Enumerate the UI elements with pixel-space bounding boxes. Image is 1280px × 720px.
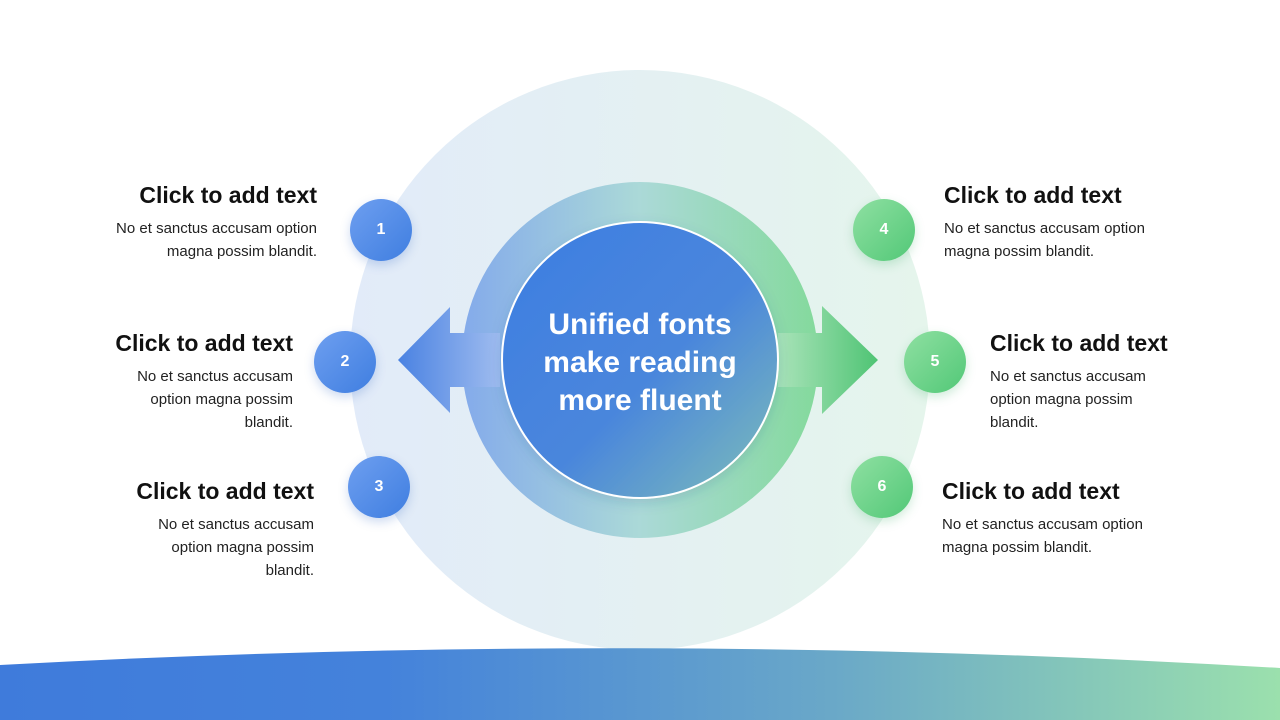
text-item-6[interactable]: Click to add text No et sanctus accusam … [942, 477, 1172, 559]
item-title: Click to add text [139, 182, 317, 208]
item-title: Click to add text [115, 330, 293, 356]
text-item-4[interactable]: Click to add text No et sanctus accusam … [944, 181, 1174, 263]
item-title: Click to add text [944, 182, 1122, 208]
item-title: Click to add text [942, 478, 1120, 504]
text-item-3[interactable]: Click to add text No et sanctus accusam … [124, 477, 314, 582]
text-item-2[interactable]: Click to add text No et sanctus accusam … [103, 329, 293, 434]
step-badge-3[interactable]: 3 [348, 456, 410, 518]
item-description: No et sanctus accusam option magna possi… [137, 368, 293, 431]
right-arrow [778, 306, 878, 414]
item-description: No et sanctus accusam option magna possi… [116, 220, 317, 260]
text-item-1[interactable]: Click to add text No et sanctus accusam … [87, 181, 317, 263]
step-badge-4[interactable]: 4 [853, 199, 915, 261]
item-description: No et sanctus accusam option magna possi… [944, 220, 1145, 260]
text-item-5[interactable]: Click to add text No et sanctus accusam … [990, 329, 1180, 434]
item-title: Click to add text [136, 478, 314, 504]
center-text: Unified fonts make reading more fluent [543, 308, 737, 417]
step-badge-6[interactable]: 6 [851, 456, 913, 518]
item-description: No et sanctus accusam option magna possi… [990, 368, 1146, 431]
step-badge-1[interactable]: 1 [350, 199, 412, 261]
bottom-band [0, 648, 1280, 720]
item-description: No et sanctus accusam option magna possi… [158, 516, 314, 579]
item-description: No et sanctus accusam option magna possi… [942, 516, 1143, 556]
center-circle [501, 221, 779, 499]
item-title: Click to add text [990, 330, 1168, 356]
left-arrow [398, 307, 500, 413]
step-badge-2[interactable]: 2 [314, 331, 376, 393]
step-badge-5[interactable]: 5 [904, 331, 966, 393]
